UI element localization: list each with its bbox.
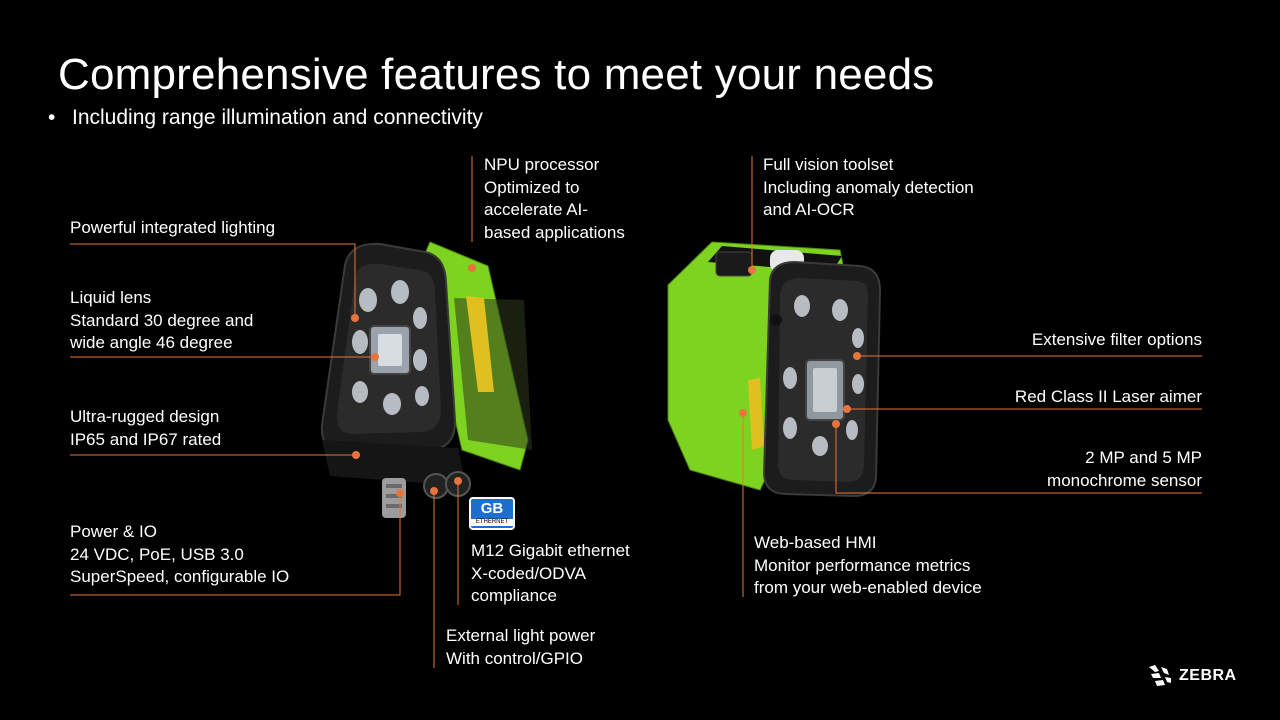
label-laser: Red Class II Laser aimer	[1015, 386, 1202, 409]
zebra-logo: ZEBRA	[1147, 663, 1237, 689]
label-ext-light-line: External light power	[446, 626, 596, 645]
zebra-head-icon	[1149, 665, 1171, 686]
label-ext-light: External light power With control/GPIO	[446, 625, 595, 670]
label-rugged-line: Ultra-rugged design	[70, 407, 220, 426]
label-power-line: 24 VDC, PoE, USB 3.0	[70, 544, 244, 564]
label-lens-line: Standard 30 degree and	[70, 310, 254, 330]
label-filter-line: Extensive filter options	[1031, 330, 1202, 349]
logo-text: ZEBRA	[1179, 667, 1237, 684]
subtitle-text: Including range illumination and connect…	[72, 106, 483, 129]
camera-front-view	[320, 241, 532, 518]
label-ethernet-line: X-coded/ODVA	[471, 563, 586, 583]
label-npu: NPU processor Optimized to accelerate AI…	[484, 154, 625, 244]
label-lighting-line: Powerful integrated lighting	[70, 218, 276, 237]
label-ethernet: M12 Gigabit ethernet X-coded/ODVA compli…	[471, 540, 630, 608]
label-lighting: Powerful integrated lighting	[70, 217, 275, 240]
label-rugged: Ultra-rugged design IP65 and IP67 rated	[70, 406, 221, 451]
label-hmi-line: from your web-enabled device	[754, 578, 982, 597]
slide-title: Comprehensive features to meet your need…	[58, 50, 935, 99]
label-hmi: Web-based HMI Monitor performance metric…	[754, 532, 982, 600]
label-npu-line: NPU processor	[484, 155, 600, 174]
label-ext-light-line: With control/GPIO	[446, 648, 583, 668]
badge-bottom-text: ETHERNET	[471, 519, 513, 526]
label-vision: Full vision toolset Including anomaly de…	[763, 154, 974, 222]
bullet-icon: •	[48, 106, 56, 129]
label-lens-line: Liquid lens	[70, 288, 152, 307]
label-hmi-line: Monitor performance metrics	[754, 555, 971, 575]
label-vision-line: and AI-OCR	[763, 200, 855, 219]
label-power: Power & IO 24 VDC, PoE, USB 3.0 SuperSpe…	[70, 521, 289, 589]
label-ethernet-line: compliance	[471, 586, 557, 605]
label-npu-line: based applications	[484, 222, 625, 242]
label-npu-line: accelerate AI-	[484, 200, 588, 219]
label-ethernet-line: M12 Gigabit ethernet	[471, 541, 630, 560]
label-vision-line: Full vision toolset	[763, 155, 894, 174]
camera-rear-view	[667, 241, 882, 498]
label-hmi-line: Web-based HMI	[754, 533, 877, 552]
leader-dots	[351, 264, 861, 497]
badge-top-text: GB	[480, 500, 504, 517]
label-vision-line: Including anomaly detection	[763, 177, 974, 197]
label-lens: Liquid lens Standard 30 degree and wide …	[70, 287, 253, 355]
label-filter: Extensive filter options	[1032, 329, 1202, 352]
label-npu-line: Optimized to	[484, 177, 580, 197]
label-power-line: SuperSpeed, configurable IO	[70, 567, 290, 586]
gigabit-ethernet-badge: GB ETHERNET	[469, 497, 515, 530]
label-power-line: Power & IO	[70, 522, 157, 541]
label-sensor-line: 2 MP and 5 MP	[1085, 448, 1202, 467]
label-rugged-line: IP65 and IP67 rated	[70, 429, 222, 449]
label-sensor: 2 MP and 5 MP monochrome sensor	[1047, 447, 1202, 492]
label-lens-line: wide angle 46 degree	[70, 333, 233, 352]
label-laser-line: Red Class II Laser aimer	[1014, 387, 1202, 406]
leader-lines	[70, 156, 1202, 668]
slide-subtitle: • Including range illumination and connec…	[48, 106, 483, 130]
label-sensor-line: monochrome sensor	[1047, 470, 1202, 490]
